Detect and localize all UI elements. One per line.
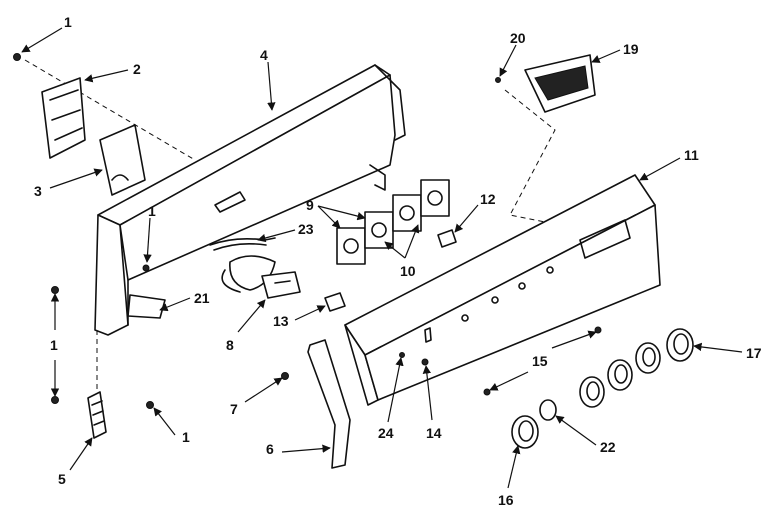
- callout-6: 6: [266, 441, 274, 457]
- knob-4: [666, 328, 694, 362]
- indicator-light: [437, 229, 457, 248]
- callout-4: 4: [260, 47, 268, 63]
- callout-17: 17: [746, 345, 762, 361]
- callout-20: 20: [510, 30, 526, 46]
- infinite-switch-2: [364, 211, 394, 249]
- electronic-control-module: [524, 54, 596, 113]
- knob-selector: [539, 399, 557, 421]
- knob-3: [635, 342, 661, 374]
- callout-15: 15: [532, 353, 548, 369]
- infinite-switch-1: [336, 227, 366, 265]
- infinite-switch-3: [392, 194, 422, 232]
- panel-screw: [421, 358, 429, 366]
- leader-lines: [21, 27, 743, 489]
- knob-1: [579, 376, 605, 408]
- knob-clip-lower: [483, 388, 491, 396]
- panel-clip: [399, 352, 405, 358]
- callout-8: 8: [226, 337, 234, 353]
- small-switch: [324, 292, 346, 312]
- callout-13: 13: [273, 313, 289, 329]
- screw-bracket-right: [146, 401, 154, 409]
- callout-21: 21: [194, 290, 210, 306]
- end-trim: [307, 339, 351, 469]
- end-cap-bracket: [99, 124, 146, 196]
- side-bracket: [41, 77, 86, 159]
- callout-3: 3: [34, 183, 42, 199]
- callout-1a: 1: [64, 14, 72, 30]
- callout-14: 14: [426, 425, 442, 441]
- screw-center: [142, 264, 150, 272]
- knob-left: [511, 415, 539, 449]
- callout-11: 11: [684, 147, 699, 163]
- callout-24: 24: [378, 425, 394, 441]
- control-panel: [344, 174, 661, 406]
- screw-left-upper: [51, 286, 59, 294]
- infinite-switch-4: [420, 179, 450, 217]
- callout-1c: 1: [50, 337, 58, 353]
- screw-left-lower: [51, 396, 59, 404]
- callout-10: 10: [400, 263, 416, 279]
- callout-7: 7: [230, 401, 238, 417]
- callout-16: 16: [498, 492, 514, 508]
- screw-top-left: [13, 53, 21, 61]
- mounting-bracket: [87, 391, 107, 439]
- callout-23: 23: [298, 221, 314, 237]
- callout-1b: 1: [148, 203, 156, 219]
- callout-5: 5: [58, 471, 66, 487]
- knob-2: [607, 359, 633, 391]
- timer-assembly: [221, 255, 301, 299]
- callout-22: 22: [600, 439, 616, 455]
- callout-12: 12: [480, 191, 496, 207]
- control-screw: [495, 77, 501, 83]
- callout-labels: 1 2 3 4 1 21 23 8 13 9 10 12 20 19 11 1 …: [34, 14, 762, 508]
- callout-2: 2: [133, 61, 141, 77]
- backguard-panel: [94, 64, 406, 336]
- end-screw: [281, 372, 289, 380]
- callout-1d: 1: [182, 429, 190, 445]
- callout-19: 19: [623, 41, 639, 57]
- callout-9: 9: [306, 197, 314, 213]
- alignment-lines: [24, 59, 561, 400]
